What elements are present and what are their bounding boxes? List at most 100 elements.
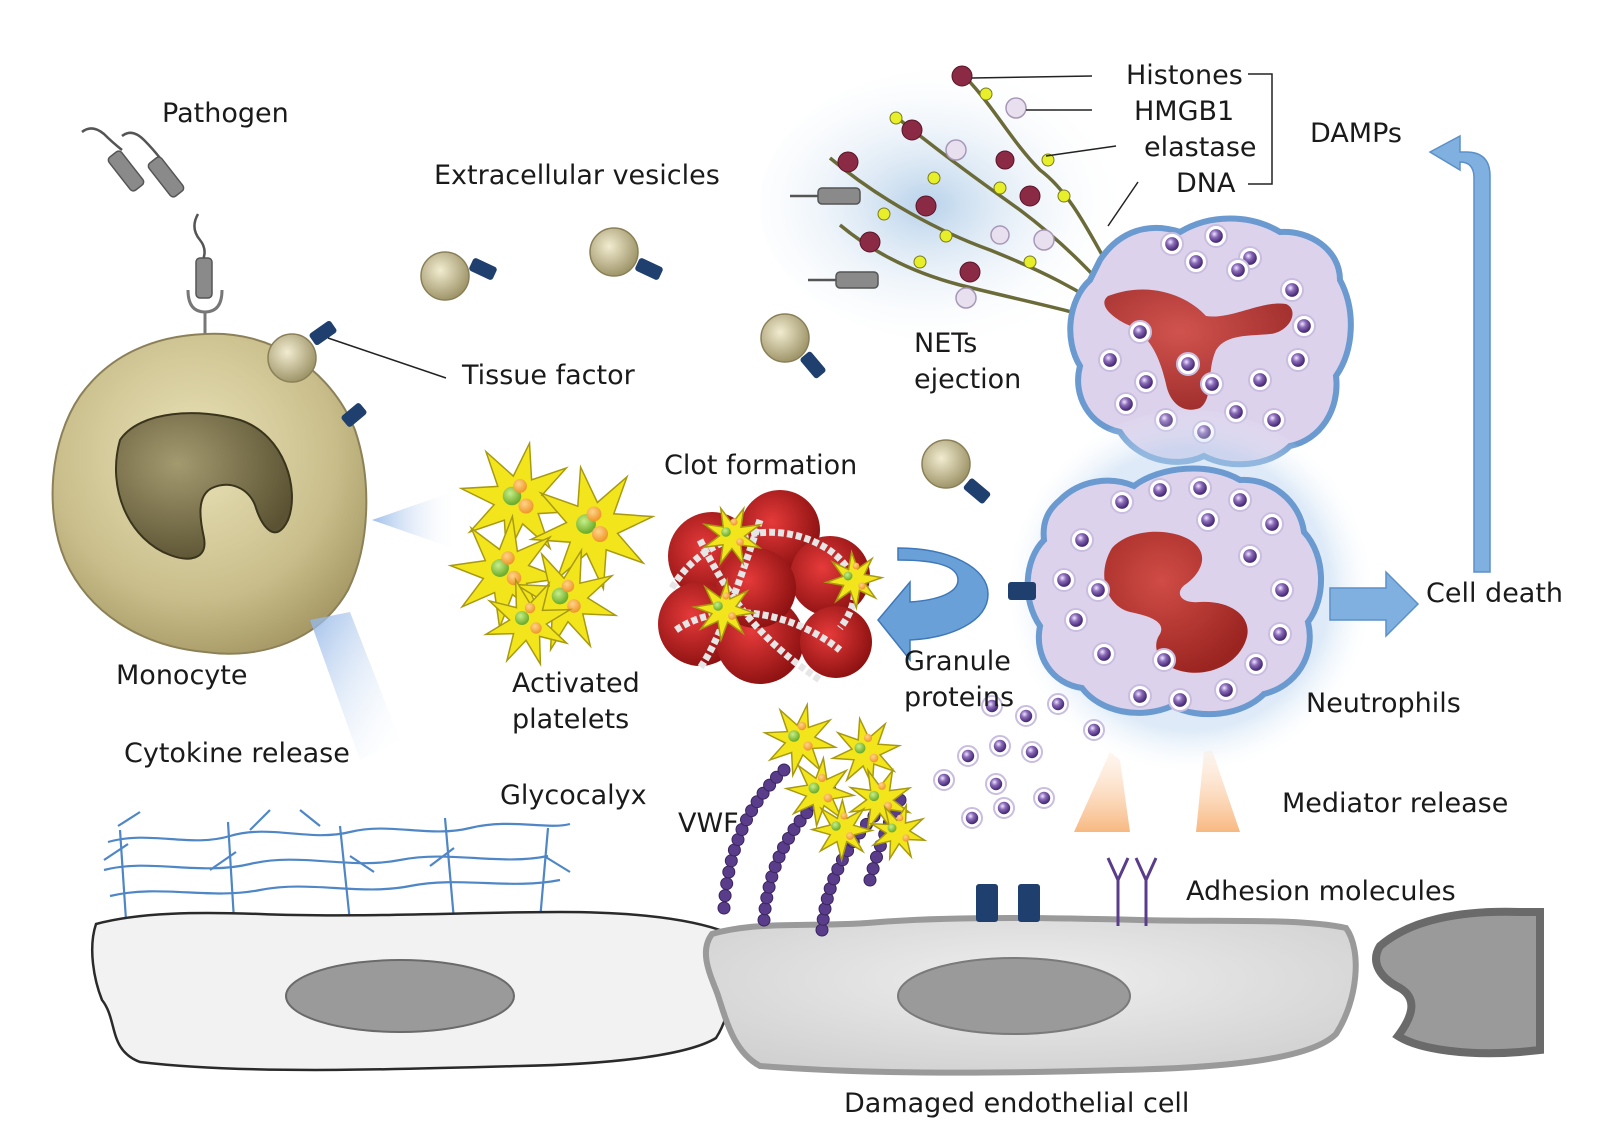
granule-icon: [961, 807, 983, 829]
granule-icon: [1188, 476, 1212, 500]
vwf-bead-icon: [815, 923, 829, 937]
granule-icon: [1168, 688, 1192, 712]
platelet-icon: [691, 577, 757, 643]
platelet-icon: [701, 505, 763, 567]
extracellular-vesicle: [760, 313, 826, 379]
tissue-factor-on-neutrophil: [1008, 582, 1036, 600]
granule-icon: [1248, 368, 1272, 392]
vwf-bead-icon: [757, 913, 771, 927]
granule-icon: [1238, 544, 1262, 568]
cell-death-arrow-icon: [1329, 570, 1420, 638]
label-damps: DAMPs: [1310, 118, 1402, 149]
label-nets-ejection-line1: NETs: [914, 328, 978, 359]
histone-icons: [837, 65, 1041, 283]
label-cytokine-release: Cytokine release: [124, 738, 350, 769]
granule-icon: [1214, 678, 1238, 702]
granule-icon: [985, 773, 1007, 795]
clot-formation: [658, 490, 872, 684]
released-granules: [933, 693, 1105, 829]
glycocalyx: [103, 809, 571, 923]
granule-icon: [1070, 528, 1094, 552]
granule-icon: [1015, 705, 1037, 727]
label-mediator-release: Mediator release: [1282, 788, 1509, 819]
granule-icon: [1114, 392, 1138, 416]
label-tissue-factor: Tissue factor: [462, 360, 635, 391]
granule-icon: [1244, 652, 1268, 676]
granule-icon: [1160, 232, 1184, 256]
granule-icon: [1064, 608, 1088, 632]
cytokine-release-cones: [310, 490, 458, 760]
label-activated-platelets-line2: platelets: [512, 704, 630, 735]
label-nets-ejection-line2: ejection: [914, 364, 1022, 395]
granule-icon: [957, 745, 979, 767]
label-vwf: VWF: [678, 808, 739, 839]
granule-icon: [1033, 787, 1055, 809]
vwf-bound-platelets: [761, 701, 928, 863]
granule-icon: [1021, 741, 1043, 763]
label-granule-proteins-line1: Granule: [904, 646, 1011, 677]
platelet-icon: [809, 797, 875, 863]
damaged-endothelial-cell: [702, 915, 1359, 1076]
granule-icon: [1226, 258, 1250, 282]
extracellular-vesicle: [420, 251, 497, 301]
granule-icon: [1184, 250, 1208, 274]
granule-icon: [1228, 488, 1252, 512]
label-granule-proteins-line2: proteins: [904, 682, 1015, 713]
granule-proteins-arrow-icon: [877, 547, 989, 663]
vwf-bead-icon: [870, 850, 883, 864]
granules-top: [1098, 224, 1316, 444]
receptor-icon: [186, 289, 224, 334]
granule-icon: [1196, 508, 1220, 532]
platelet-icon: [458, 440, 578, 560]
granules-bottom: [1052, 476, 1294, 712]
granule-icon: [1270, 578, 1294, 602]
pathogen-icon: [81, 127, 213, 299]
vwf-bead-icon: [777, 763, 791, 777]
label-glycocalyx: Glycocalyx: [500, 780, 647, 811]
granule-icon: [1286, 348, 1310, 372]
vwf-bead-icon: [866, 862, 880, 876]
platelet-icon: [528, 464, 656, 592]
label-cell-death: Cell death: [1426, 578, 1564, 609]
neighbor-endothelial-cell: [1372, 907, 1544, 1058]
granule-icon: [1110, 490, 1134, 514]
tissue-factor-leader: [327, 337, 447, 379]
granule-icon: [1047, 693, 1069, 715]
vwf-bead-icon: [758, 902, 772, 916]
label-damaged-endothelial-cell: Damaged endothelial cell: [844, 1088, 1190, 1119]
activated-platelets: [447, 440, 656, 668]
platelet-icon: [829, 715, 903, 789]
vwf-bead-icon: [720, 877, 734, 891]
granule-icon: [1098, 348, 1122, 372]
adhesion-molecules-icon: [976, 857, 1158, 926]
label-histones: Histones: [1126, 60, 1243, 91]
hmgb1-icons: [945, 97, 1055, 309]
platelet-icon: [761, 701, 839, 779]
label-clot-formation: Clot formation: [664, 450, 858, 481]
granule-icon: [1204, 224, 1228, 248]
granule-icon: [1176, 352, 1200, 376]
granule-icon: [1280, 278, 1304, 302]
granule-icon: [1128, 684, 1152, 708]
nets-leader-lines: [971, 73, 1273, 227]
granule-icon: [1052, 568, 1076, 592]
damps-arrow-icon: [1428, 134, 1491, 573]
granule-icon: [1086, 578, 1110, 602]
granule-icon: [989, 735, 1011, 757]
vesicle-monocyte: [267, 320, 337, 383]
clot-platelets: [691, 505, 885, 643]
pathogen-trapped-icons: [790, 187, 879, 289]
granule-icon: [1128, 320, 1152, 344]
label-dna: DNA: [1176, 168, 1236, 199]
granule-icon: [981, 695, 1003, 717]
granule-icon: [993, 797, 1015, 819]
label-elastase: elastase: [1144, 132, 1257, 163]
vwf-bead-icon: [717, 901, 731, 915]
granule-icon: [1200, 372, 1224, 396]
platelet-icon: [783, 755, 857, 829]
label-extracellular-vesicles: Extracellular vesicles: [434, 160, 720, 191]
mediator-release-cones: [1074, 750, 1240, 832]
granule-icon: [1152, 648, 1176, 672]
granule-icon: [1292, 314, 1316, 338]
platelet-icon: [823, 549, 885, 611]
